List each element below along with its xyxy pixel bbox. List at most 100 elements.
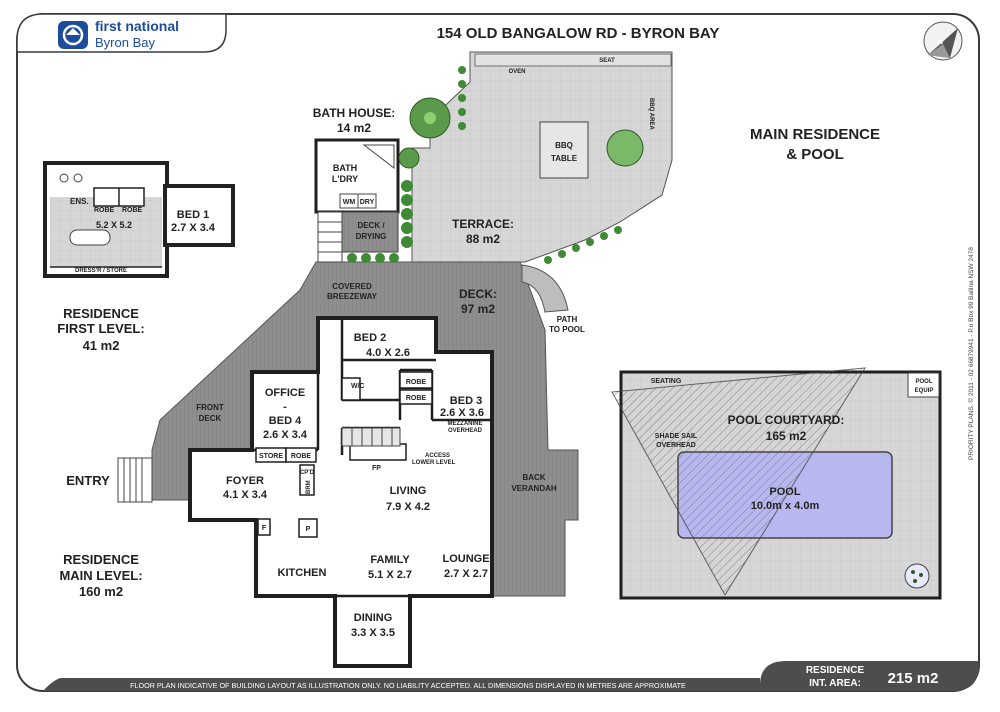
main-level-area: 160 m2 bbox=[79, 584, 123, 599]
pool-courtyard: SEATING POOL EQUIP SHADE SAIL OVERHEAD P… bbox=[611, 367, 942, 600]
brand-office: Byron Bay bbox=[95, 35, 155, 50]
dining-name: DINING bbox=[354, 612, 393, 624]
deck-name: DECK: bbox=[459, 287, 497, 301]
office-line1: OFFICE bbox=[265, 387, 305, 399]
family-name: FAMILY bbox=[370, 554, 410, 566]
brand-name: first national bbox=[95, 18, 179, 34]
fridge-label: F bbox=[262, 525, 267, 532]
pool-courtyard-area: 165 m2 bbox=[766, 429, 807, 443]
front-deck-line2: DECK bbox=[199, 414, 222, 423]
entry-steps bbox=[117, 457, 153, 503]
pool-courtyard-name: POOL COURTYARD: bbox=[728, 413, 845, 427]
total-label-2: INT. AREA: bbox=[809, 678, 861, 689]
pool-size: 10.0m x 4.0m bbox=[751, 500, 820, 512]
shade-sail-line2: OVERHEAD bbox=[656, 442, 696, 449]
main-level-interior bbox=[188, 316, 494, 668]
kitchen-label: KITCHEN bbox=[278, 567, 327, 579]
lounge-name: LOUNGE bbox=[442, 553, 489, 565]
back-verandah-line2: VERANDAH bbox=[511, 484, 557, 493]
shade-sail-line1: SHADE SAIL bbox=[655, 433, 698, 440]
stairs-access bbox=[341, 427, 401, 447]
pool-equip-line2: EQUIP bbox=[915, 388, 934, 394]
bbq-table-line2: TABLE bbox=[551, 154, 578, 163]
robe-label-3: ROBE bbox=[406, 379, 427, 386]
bath-line2: L'DRY bbox=[332, 174, 358, 184]
main-level-area: RESIDENCE MAIN LEVEL: 160 m2 bbox=[59, 552, 142, 599]
bath-house-name: BATH HOUSE: bbox=[313, 106, 395, 120]
first-level-plan: ENS. ROBE ROBE 5.2 X 5.2 DRESS'R / STORE… bbox=[43, 161, 235, 278]
breezeway-line1: COVERED bbox=[332, 282, 372, 291]
total-label-1: RESIDENCE bbox=[806, 665, 865, 676]
entry-label: ENTRY bbox=[66, 473, 110, 488]
pool-equip-line1: POOL bbox=[915, 379, 932, 385]
compass-label: N bbox=[938, 39, 943, 46]
family-size: 5.1 X 2.7 bbox=[368, 569, 412, 581]
total-area-box bbox=[760, 661, 979, 691]
disclaimer: FLOOR PLAN INDICATIVE OF BUILDING LAYOUT… bbox=[130, 681, 686, 690]
bath-house-area: 14 m2 bbox=[337, 121, 371, 135]
mezzanine-line2: OVERHEAD bbox=[448, 428, 483, 434]
dining-size: 3.3 X 3.5 bbox=[351, 627, 395, 639]
back-verandah-line1: BACK bbox=[522, 473, 545, 482]
robe-label-1: ROBE bbox=[94, 207, 115, 214]
seat-label: SEAT bbox=[599, 58, 615, 64]
bath-house-plan: BATH L'DRY WM DRY DECK / DRYING bbox=[314, 138, 400, 263]
store-label: STORE bbox=[259, 453, 283, 460]
office-size: 2.6 X 3.4 bbox=[263, 429, 308, 441]
robe-label-5: ROBE bbox=[291, 453, 312, 460]
robe-label-4: ROBE bbox=[406, 395, 427, 402]
washing-machine-label: WM bbox=[343, 199, 356, 206]
robe-label-2: ROBE bbox=[122, 207, 143, 214]
main-heading-line1: MAIN RESIDENCE bbox=[750, 126, 880, 143]
path-line1: PATH bbox=[557, 315, 578, 324]
deck-drying-line2: DRYING bbox=[356, 232, 387, 241]
main-level-line2: MAIN LEVEL: bbox=[59, 568, 142, 583]
bed3-size: 2.6 X 3.6 bbox=[440, 407, 484, 419]
ensuite-label: ENS. bbox=[70, 197, 89, 206]
pantry-label: P bbox=[306, 526, 311, 533]
main-heading-line2: & POOL bbox=[786, 146, 844, 163]
foyer-name: FOYER bbox=[226, 475, 264, 487]
main-level-line1: RESIDENCE bbox=[63, 552, 139, 567]
bed3-name: BED 3 bbox=[450, 395, 482, 407]
page-title: 154 OLD BANGALOW RD - BYRON BAY bbox=[437, 25, 720, 42]
foyer-size: 4.1 X 3.4 bbox=[223, 489, 268, 501]
path-steps bbox=[521, 264, 569, 313]
access-line2: LOWER LEVEL bbox=[412, 460, 456, 466]
cupboard-label: CP'D bbox=[300, 470, 315, 476]
first-level-area: RESIDENCE FIRST LEVEL: 41 m2 bbox=[57, 306, 144, 353]
deck-drying-line1: DECK / bbox=[357, 221, 385, 230]
fireplace-label: FP bbox=[372, 465, 381, 472]
bed2-name: BED 2 bbox=[354, 332, 386, 344]
oven-label: OVEN bbox=[508, 69, 525, 75]
seating-label: SEATING bbox=[651, 378, 682, 385]
bath-line1: BATH bbox=[333, 163, 357, 173]
wc-label: W/C bbox=[351, 383, 365, 390]
terrace-area-value: 88 m2 bbox=[466, 232, 500, 246]
bbq-table-line1: BBQ bbox=[555, 141, 573, 150]
living-size: 7.9 X 4.2 bbox=[386, 501, 430, 513]
path-line2: TO POOL bbox=[549, 325, 585, 334]
office-line3: BED 4 bbox=[269, 415, 302, 427]
side-credit: PRIORITY PLANS. © 2011 - 02 66879941 - P… bbox=[967, 247, 975, 460]
garden-plants bbox=[347, 66, 644, 264]
bbq-area-label: BBQ AREA bbox=[648, 98, 654, 130]
mezzanine-line1: MEZZANINE bbox=[448, 421, 483, 427]
dress-store-label: DRESS'R / STORE bbox=[75, 268, 127, 274]
brand-logo: first national Byron Bay bbox=[16, 13, 227, 53]
pool-name: POOL bbox=[769, 486, 800, 498]
broom-label: BRM bbox=[306, 480, 312, 494]
dryer-label: DRY bbox=[360, 199, 375, 206]
first-level-line1: RESIDENCE bbox=[63, 306, 139, 321]
ensuite-size: 5.2 X 5.2 bbox=[96, 220, 132, 230]
bed1-size: 2.7 X 3.4 bbox=[171, 222, 216, 234]
first-level-line2: FIRST LEVEL: bbox=[57, 321, 144, 336]
first-level-area: 41 m2 bbox=[83, 338, 120, 353]
deck-area-value: 97 m2 bbox=[461, 302, 495, 316]
office-line2: - bbox=[283, 401, 287, 413]
living-name: LIVING bbox=[390, 485, 427, 497]
bed1-name: BED 1 bbox=[177, 209, 209, 221]
access-line1: ACCESS bbox=[425, 453, 450, 459]
